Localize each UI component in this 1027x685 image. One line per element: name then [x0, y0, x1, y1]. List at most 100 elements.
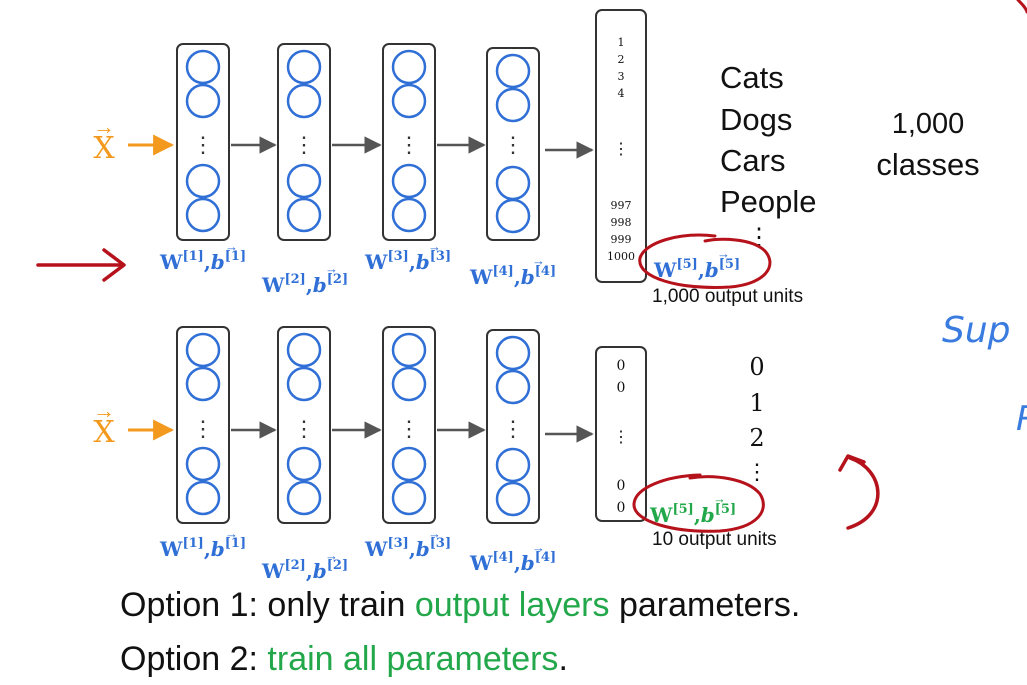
red-pointer-arrow: [36, 248, 126, 282]
neuron: [495, 369, 531, 405]
output-unit-label: 0: [617, 358, 626, 374]
neuron: [495, 198, 531, 234]
top-input: → X: [93, 114, 175, 166]
option-1-text: Option 1: only train output layers param…: [120, 586, 800, 625]
neuron: [391, 49, 427, 85]
neuron-ellipsis: ⋮: [293, 132, 315, 157]
bottom-output-weight-label: W[5],b[5] →: [649, 491, 736, 527]
vector-arrow: →: [717, 246, 730, 261]
bottom-layer-2: ⋮: [277, 326, 331, 524]
top-layer-4: ⋮: [486, 47, 540, 241]
neuron: [286, 446, 322, 482]
option-2-suffix: .: [558, 640, 568, 678]
output-unit-label: 997: [611, 199, 632, 212]
neuron: [391, 366, 427, 402]
vector-arrow: →: [428, 239, 441, 254]
class-list: Cats Dogs Cars People ⋮: [720, 60, 817, 251]
neuron-ellipsis: ⋮: [192, 132, 214, 157]
class-count-number: 1,000: [892, 108, 965, 140]
red-annotations: [36, 0, 1027, 533]
option-1-prefix: Option 1: only train: [120, 586, 415, 624]
digit-label: 0: [749, 353, 764, 381]
red-mark-top-right: [1016, 0, 1027, 14]
top-weight-label-1: W[1],b[1] →: [159, 239, 246, 274]
neuron-ellipsis: ⋮: [293, 416, 315, 441]
output-unit-ellipsis: ⋮: [613, 429, 629, 446]
neuron-ellipsis: ⋮: [502, 132, 524, 157]
output-unit-label: 0: [617, 478, 626, 494]
svg-text:W[3],b[3]: W[3],b[3]: [364, 536, 451, 561]
neuron: [495, 165, 531, 201]
class-label: Dogs: [720, 102, 792, 137]
neuron: [185, 332, 221, 368]
vector-arrow: →: [225, 239, 238, 254]
option-2-highlight: train all parameters: [267, 640, 559, 678]
top-weight-label-2: W[2],b[2] →: [261, 261, 348, 297]
red-curved-arrow: [838, 454, 880, 530]
vector-arrow: →: [428, 526, 441, 541]
vector-arrow: →: [325, 261, 338, 276]
neuron: [185, 366, 221, 402]
neuron: [185, 480, 221, 516]
bottom-weight-label-4: W[4],b[4] →: [469, 540, 556, 575]
neuron: [495, 481, 531, 517]
output-unit-label: 4: [618, 87, 625, 100]
vector-arrow: →: [713, 491, 726, 506]
vector-arrow: →: [532, 540, 545, 555]
option-1-highlight: output layers: [414, 586, 610, 624]
bottom-output-layer: 0 0 ⋮ 0 0: [595, 346, 647, 522]
class-label: People: [720, 184, 817, 219]
top-input-vector-arrow: →: [93, 114, 115, 139]
top-layer-3: ⋮: [382, 43, 436, 241]
neuron: [185, 197, 221, 233]
top-output-caption: 1,000 output units: [652, 286, 803, 307]
digit-label: 1: [749, 389, 764, 417]
vector-arrow: →: [325, 548, 338, 563]
output-unit-label: 999: [611, 233, 632, 246]
neuron: [286, 332, 322, 368]
margin-note-r: R: [1016, 399, 1027, 439]
neuron: [391, 480, 427, 516]
option-1-suffix: parameters.: [609, 586, 801, 624]
bottom-network: → X ⋮ ⋮ ⋮: [93, 326, 777, 583]
neuron: [286, 197, 322, 233]
class-count-word: classes: [876, 147, 979, 182]
neuron: [495, 335, 531, 371]
top-input-label: X: [93, 131, 115, 166]
bottom-input: → X: [93, 398, 175, 450]
output-unit-label: 1000: [607, 250, 635, 263]
top-output-weight-label: W[5],b[5] →: [653, 246, 740, 282]
neuron: [391, 332, 427, 368]
red-circle-top-output-weights: [638, 233, 772, 289]
top-output-layer: 1 2 3 4 ⋮ 997 998 999 1000: [595, 9, 647, 283]
top-layer-2: ⋮: [277, 43, 331, 241]
neuron: [286, 163, 322, 199]
bottom-weight-label-3: W[3],b[3] →: [364, 526, 451, 561]
margin-note-sup: Sup: [942, 310, 1011, 351]
margin-notes: Sup R: [942, 310, 1027, 439]
neuron: [286, 49, 322, 85]
neuron: [391, 163, 427, 199]
bottom-weight-label-2: W[2],b[2] →: [261, 548, 348, 583]
bottom-weight-label-1: W[1],b[1] →: [159, 526, 246, 561]
neuron: [391, 83, 427, 119]
bottom-layer-3: ⋮: [382, 326, 436, 524]
digit-label: 2: [749, 424, 764, 452]
svg-text:W[2],b[2]: W[2],b[2]: [261, 272, 348, 297]
svg-text:W[3],b[3]: W[3],b[3]: [364, 249, 451, 274]
neuron: [495, 53, 531, 89]
neuron: [185, 446, 221, 482]
svg-text:W[2],b[2]: W[2],b[2]: [261, 558, 348, 583]
bottom-input-vector-arrow: →: [93, 398, 115, 423]
bottom-input-label: X: [93, 415, 115, 450]
top-network: → X ⋮ ⋮ ⋮: [93, 9, 980, 307]
digit-list: 0 1 2 ⋮: [746, 353, 768, 484]
neuron-ellipsis: ⋮: [398, 132, 420, 157]
neuron: [185, 163, 221, 199]
neuron-ellipsis: ⋮: [192, 416, 214, 441]
bottom-output-caption: 10 output units: [652, 529, 777, 550]
digit-ellipsis: ⋮: [746, 459, 768, 484]
neuron: [185, 83, 221, 119]
top-layer-1: ⋮: [176, 43, 230, 241]
output-unit-label: 0: [617, 380, 626, 396]
